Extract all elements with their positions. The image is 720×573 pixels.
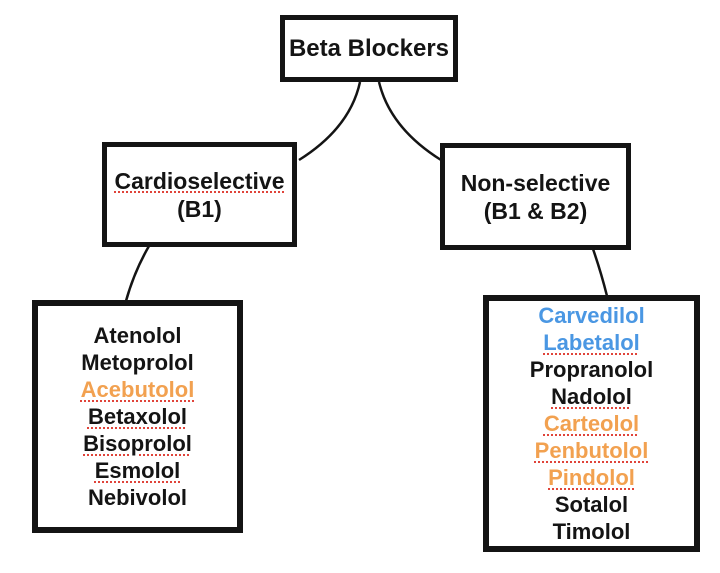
drug-list-item: Carvedilol <box>538 303 645 328</box>
connector-root-to-nonselective <box>377 81 442 162</box>
drug-list-item: Acebutolol <box>80 377 195 402</box>
drug-list-item: Propranolol <box>529 357 654 382</box>
connector-nonselective-to-drugs <box>591 248 609 297</box>
branch-label-line2: (B1) <box>177 195 222 222</box>
root-node-label: Beta Blockers <box>288 34 450 62</box>
drug-list-item: Betaxolol <box>87 404 188 429</box>
branch-node-nonselective: Non-selective (B1 & B2) <box>440 143 631 250</box>
drug-list-item: Nadolol <box>551 384 632 409</box>
branch-label-line1: Non-selective <box>460 169 611 196</box>
drug-list-item: Metoprolol <box>81 350 194 375</box>
drug-list-item: Nebivolol <box>87 485 187 510</box>
branch-node-cardioselective: Cardioselective (B1) <box>102 142 297 247</box>
connector-cardioselective-to-drugs <box>124 245 151 302</box>
drug-list-item: Atenolol <box>93 323 182 348</box>
drug-list-item: Carteolol <box>543 411 640 436</box>
drug-list-item: Timolol <box>552 519 631 544</box>
connector-root-to-cardioselective <box>298 81 362 162</box>
root-node-beta-blockers: Beta Blockers <box>280 15 458 82</box>
drug-list-item: Penbutolol <box>534 438 649 463</box>
drug-list-item: Esmolol <box>94 458 181 483</box>
drug-list-item: Bisoprolol <box>83 431 192 456</box>
branch-label-line2: (B1 & B2) <box>483 197 588 224</box>
drug-list-item: Pindolol <box>548 465 635 490</box>
branch-label-line1: Cardioselective <box>114 167 285 194</box>
drug-list-item: Sotalol <box>554 492 629 517</box>
drug-list-item: Labetalol <box>543 330 640 355</box>
